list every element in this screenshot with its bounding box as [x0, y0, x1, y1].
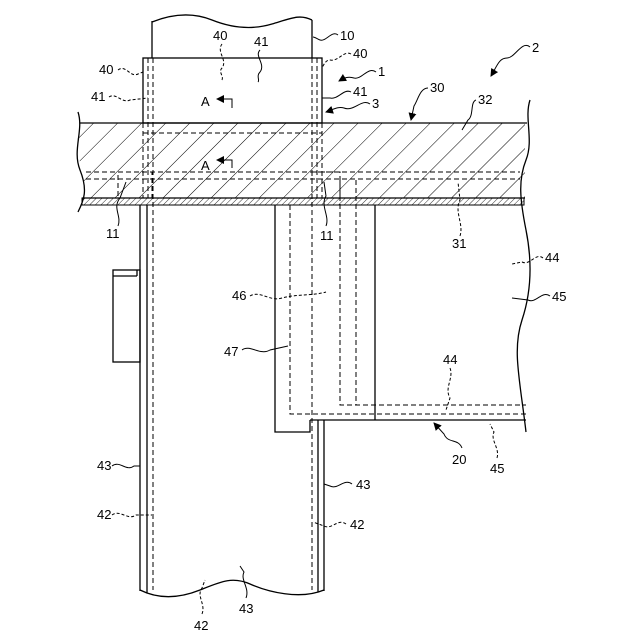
leader-3: [326, 102, 370, 112]
leader-30: [411, 88, 428, 120]
joint-member-outline: [143, 58, 322, 123]
numeral-43-bottom: 43: [239, 601, 253, 616]
numeral-20: 20: [452, 452, 466, 467]
beam-hidden-line-inner: [340, 180, 526, 405]
numeral-41-right: 41: [353, 84, 367, 99]
numeral-31: 31: [452, 236, 466, 251]
numeral-45-bottom: 45: [490, 461, 504, 476]
numeral-32: 32: [478, 92, 492, 107]
leader-40-top: [220, 44, 223, 80]
numeral-41-top: 41: [254, 34, 268, 49]
numeral-43-left: 43: [97, 458, 111, 473]
deck-plate-strip: [82, 198, 524, 205]
leader-2: [491, 45, 530, 76]
numeral-42-right: 42: [350, 517, 364, 532]
numeral-40-left: 40: [99, 62, 113, 77]
numeral-3: 3: [372, 96, 379, 111]
numeral-47: 47: [224, 344, 238, 359]
leader-10: [313, 34, 338, 40]
section-arrow-upper: [217, 99, 232, 108]
leader-40-left: [118, 68, 143, 74]
numeral-11-left: 11: [106, 226, 120, 241]
panel-47-outline: [275, 205, 310, 432]
leader-45-bottom: [490, 424, 498, 458]
numeral-41-left: 41: [91, 89, 105, 104]
numeral-44-mid: 44: [443, 352, 457, 367]
numeral-1: 1: [378, 64, 385, 79]
leader-42-bottom: [200, 580, 205, 614]
leader-41-top: [258, 50, 262, 82]
leader-43-left: [112, 464, 140, 467]
lower-column-break-line: [140, 580, 324, 597]
leader-44-mid: [446, 368, 451, 410]
numeral-30: 30: [430, 80, 444, 95]
leader-45-right: [512, 294, 550, 300]
leader-41-right: [322, 91, 351, 98]
numeral-40-top: 40: [213, 28, 227, 43]
leader-42-left: [112, 513, 152, 516]
numeral-42-left: 42: [97, 507, 111, 522]
side-attachment: [113, 270, 140, 362]
numeral-10: 10: [340, 28, 354, 43]
section-label-a-lower: A: [201, 158, 210, 173]
leader-40-right: [322, 53, 351, 68]
leader-47: [242, 346, 288, 352]
leader-1: [339, 70, 376, 81]
section-label-a-upper: A: [201, 94, 210, 109]
numeral-45-right: 45: [552, 289, 566, 304]
numeral-11-right: 11: [320, 228, 334, 243]
numeral-42-bottom: 42: [194, 618, 208, 633]
numeral-43-right: 43: [356, 477, 370, 492]
numeral-46: 46: [232, 288, 246, 303]
upper-column-break-line: [152, 15, 312, 28]
numeral-2: 2: [532, 40, 539, 55]
leader-43-right: [324, 482, 352, 487]
leader-44-right: [512, 256, 543, 264]
numeral-40-right: 40: [353, 46, 367, 61]
slab-hatched-section: [78, 123, 525, 198]
leader-46: [250, 292, 326, 299]
leader-41-left: [109, 96, 148, 101]
leader-20: [434, 423, 462, 448]
numeral-44-right: 44: [545, 250, 559, 265]
